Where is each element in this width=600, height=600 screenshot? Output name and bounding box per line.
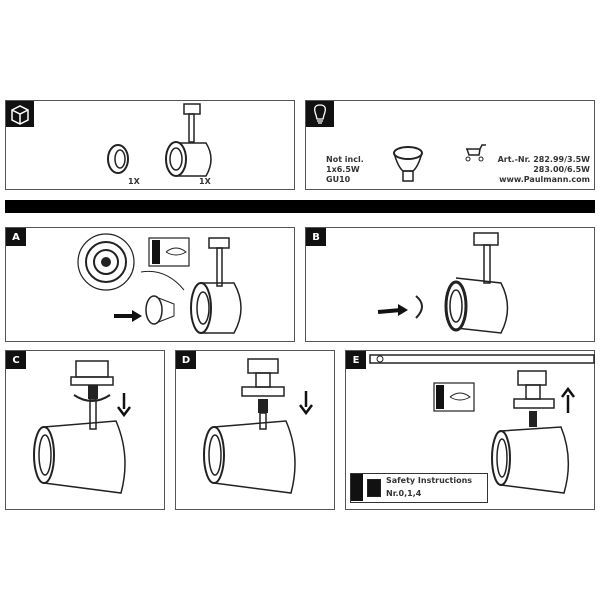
lower-lamp-drawing bbox=[203, 358, 313, 494]
manual-icon bbox=[367, 479, 381, 497]
safety-title: Safety Instructions bbox=[386, 476, 473, 485]
bulb-insertion-drawing bbox=[77, 233, 242, 334]
wattage-label: 1x6.5W bbox=[326, 165, 360, 174]
shopping-cart-icon bbox=[465, 144, 486, 162]
step-d-label: D bbox=[176, 351, 196, 369]
step-b-panel: B bbox=[305, 227, 595, 342]
website-link: www.Paulmann.com bbox=[499, 175, 590, 184]
step-c-panel: C bbox=[5, 350, 165, 510]
lightbulb-icon bbox=[306, 101, 334, 127]
step-d-panel: D bbox=[175, 350, 335, 510]
contents-panel: 1X 1X bbox=[5, 100, 295, 190]
box-icon bbox=[6, 101, 34, 127]
section-divider bbox=[5, 200, 595, 213]
gu10-bulb-drawing bbox=[393, 146, 423, 182]
lamp-quantity: 1X bbox=[199, 177, 211, 186]
safety-instructions-box bbox=[350, 473, 488, 503]
step-c-label: C bbox=[6, 351, 26, 369]
socket-label: GU10 bbox=[326, 175, 351, 184]
loosen-knob-drawing bbox=[33, 360, 131, 494]
step-a-label: A bbox=[6, 228, 26, 246]
ring-quantity: 1X bbox=[128, 177, 140, 186]
step-e-label: E bbox=[346, 351, 366, 369]
bulb-panel: Not incl. 1x6.5W GU10 Art.-Nr. 282.99/3.… bbox=[305, 100, 595, 190]
ring-and-lamp-drawing bbox=[107, 103, 212, 177]
track-mounting-drawing bbox=[369, 354, 595, 494]
not-included-label: Not incl. bbox=[326, 155, 364, 164]
safety-numbers: Nr.0,1,4 bbox=[386, 489, 422, 498]
step-b-label: B bbox=[306, 228, 326, 246]
step-e-panel: E Safety Instructions Nr.0,1,4 bbox=[345, 350, 595, 510]
article-number-line2: 283.00/6.5W bbox=[533, 165, 590, 174]
article-number-line1: Art.-Nr. 282.99/3.5W bbox=[497, 155, 590, 164]
step-a-panel: A bbox=[5, 227, 295, 342]
warning-icon bbox=[351, 474, 363, 501]
ring-mounting-drawing bbox=[377, 232, 509, 334]
